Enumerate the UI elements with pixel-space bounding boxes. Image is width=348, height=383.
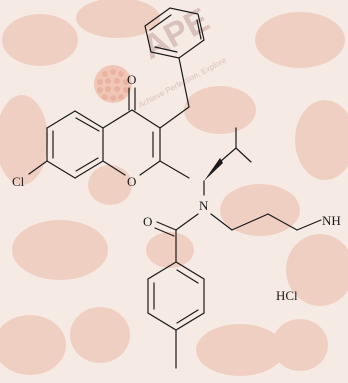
bonds [28, 7, 322, 369]
ring-oxygen-label: O [127, 174, 136, 189]
nitrogen-label: N [199, 198, 209, 213]
logo-globe-icon [94, 65, 132, 103]
tolyl-ring [147, 261, 205, 331]
salt-label: HCl [276, 288, 298, 303]
chlorine-label: Cl [12, 174, 25, 189]
wedge-bond [204, 158, 223, 181]
carbonyl-oxygen-label: O [127, 72, 136, 87]
atom-labels: O O Cl N O NH [12, 72, 341, 229]
amide-oxygen-label: O [143, 214, 152, 229]
benzyl-ring [144, 7, 205, 59]
amine-label: NH [322, 213, 341, 228]
